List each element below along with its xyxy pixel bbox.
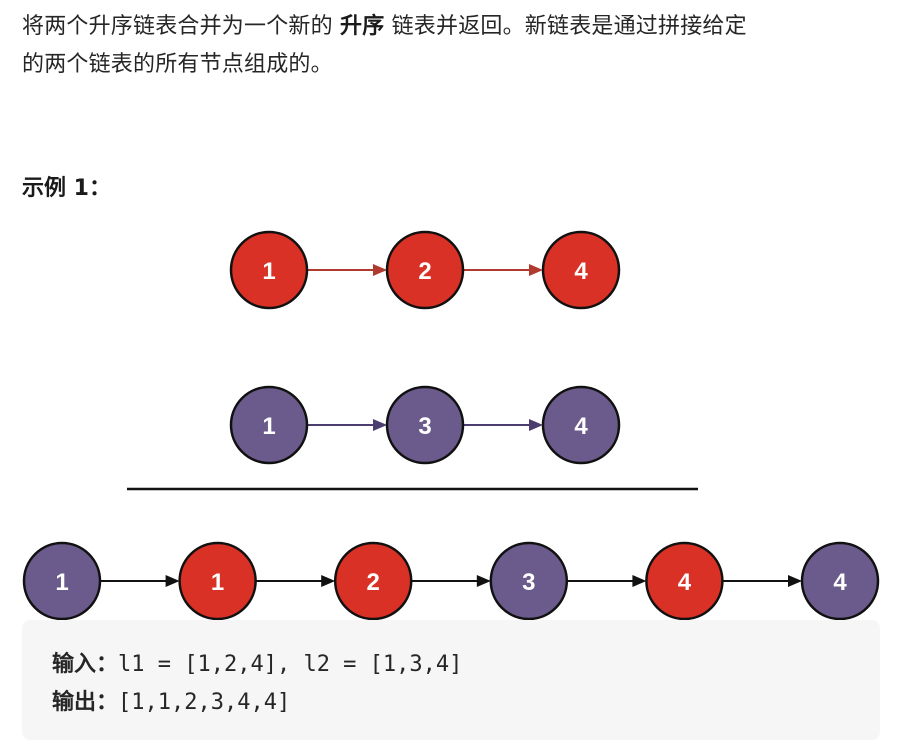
- node-value: 1: [211, 569, 224, 596]
- example-code-block: 输入：l1 = [1,2,4], l2 = [1,3,4] 输出：[1,1,2,…: [22, 620, 880, 740]
- node-value: 4: [574, 258, 588, 285]
- output-label: 输出：: [52, 690, 119, 715]
- node-value: 3: [418, 413, 431, 440]
- node-value: 4: [678, 569, 692, 596]
- linked-list-diagram: 1 2 4 1 3 4 1 1 2 3 4 4: [22, 230, 880, 620]
- node-circle: [385, 230, 465, 310]
- node-circle: [229, 230, 309, 310]
- input-label: 输入：: [52, 652, 119, 677]
- link-arrow-head: [788, 575, 802, 587]
- node-value: 1: [262, 258, 275, 285]
- problem-description: 将两个升序链表合并为一个新的 升序 链表并返回。新链表是通过拼接给定 的两个链表…: [22, 8, 882, 84]
- node-circle: [178, 541, 257, 620]
- node-value: 3: [522, 569, 535, 596]
- list-node: 1: [22, 541, 102, 620]
- description-bold-keyword: 升序: [340, 14, 385, 39]
- link-arrow-head: [632, 575, 647, 587]
- list-node: 4: [645, 541, 724, 620]
- node-circle: [22, 541, 102, 620]
- list-node: 3: [489, 541, 569, 620]
- merged-list-row: 1 1 2 3 4 4: [22, 541, 880, 620]
- node-value: 2: [418, 258, 431, 285]
- node-circle: [489, 541, 569, 620]
- output-line: 输出：[1,1,2,3,4,4]: [52, 684, 290, 716]
- link-arrow-head: [529, 419, 543, 431]
- list-node: 1: [229, 230, 309, 310]
- node-value: 4: [574, 413, 588, 440]
- link-arrow-head: [373, 264, 387, 276]
- list-node: 2: [385, 230, 465, 310]
- node-value: 4: [833, 569, 847, 596]
- node-value: 1: [262, 413, 275, 440]
- example-title: 示例 1：: [22, 176, 111, 201]
- output-value: [1,1,2,3,4,4]: [118, 690, 291, 715]
- node-value: 1: [55, 569, 68, 596]
- list-node: 4: [541, 385, 621, 465]
- node-circle: [541, 385, 621, 465]
- description-text: 将两个升序链表合并为一个新的: [22, 14, 340, 39]
- list-node: 1: [178, 541, 257, 620]
- link-arrow-head: [321, 575, 336, 587]
- node-circle: [800, 541, 880, 620]
- link-arrow-head: [373, 419, 387, 431]
- node-value: 2: [367, 569, 380, 596]
- input-value: l1 = [1,2,4], l2 = [1,3,4]: [118, 652, 463, 677]
- node-circle: [645, 541, 724, 620]
- node-circle: [229, 385, 309, 465]
- description-line-2: 的两个链表的所有节点组成的。: [22, 52, 333, 77]
- list1-row: 1 2 4: [229, 230, 621, 310]
- list-node: 4: [800, 541, 880, 620]
- node-circle: [385, 385, 465, 465]
- node-circle: [541, 230, 621, 310]
- node-circle: [333, 541, 413, 620]
- link-arrow-head: [476, 575, 491, 587]
- input-line: 输入：l1 = [1,2,4], l2 = [1,3,4]: [52, 646, 462, 678]
- list-node: 4: [541, 230, 621, 310]
- link-arrow-head: [529, 264, 543, 276]
- list2-row: 1 3 4: [229, 385, 621, 465]
- list-node: 1: [229, 385, 309, 465]
- list-node: 3: [385, 385, 465, 465]
- description-text: 链表并返回。新链表是通过拼接给定: [384, 14, 747, 39]
- list-node: 2: [333, 541, 413, 620]
- link-arrow-head: [165, 575, 180, 587]
- description-line-1: 将两个升序链表合并为一个新的 升序 链表并返回。新链表是通过拼接给定: [22, 8, 882, 46]
